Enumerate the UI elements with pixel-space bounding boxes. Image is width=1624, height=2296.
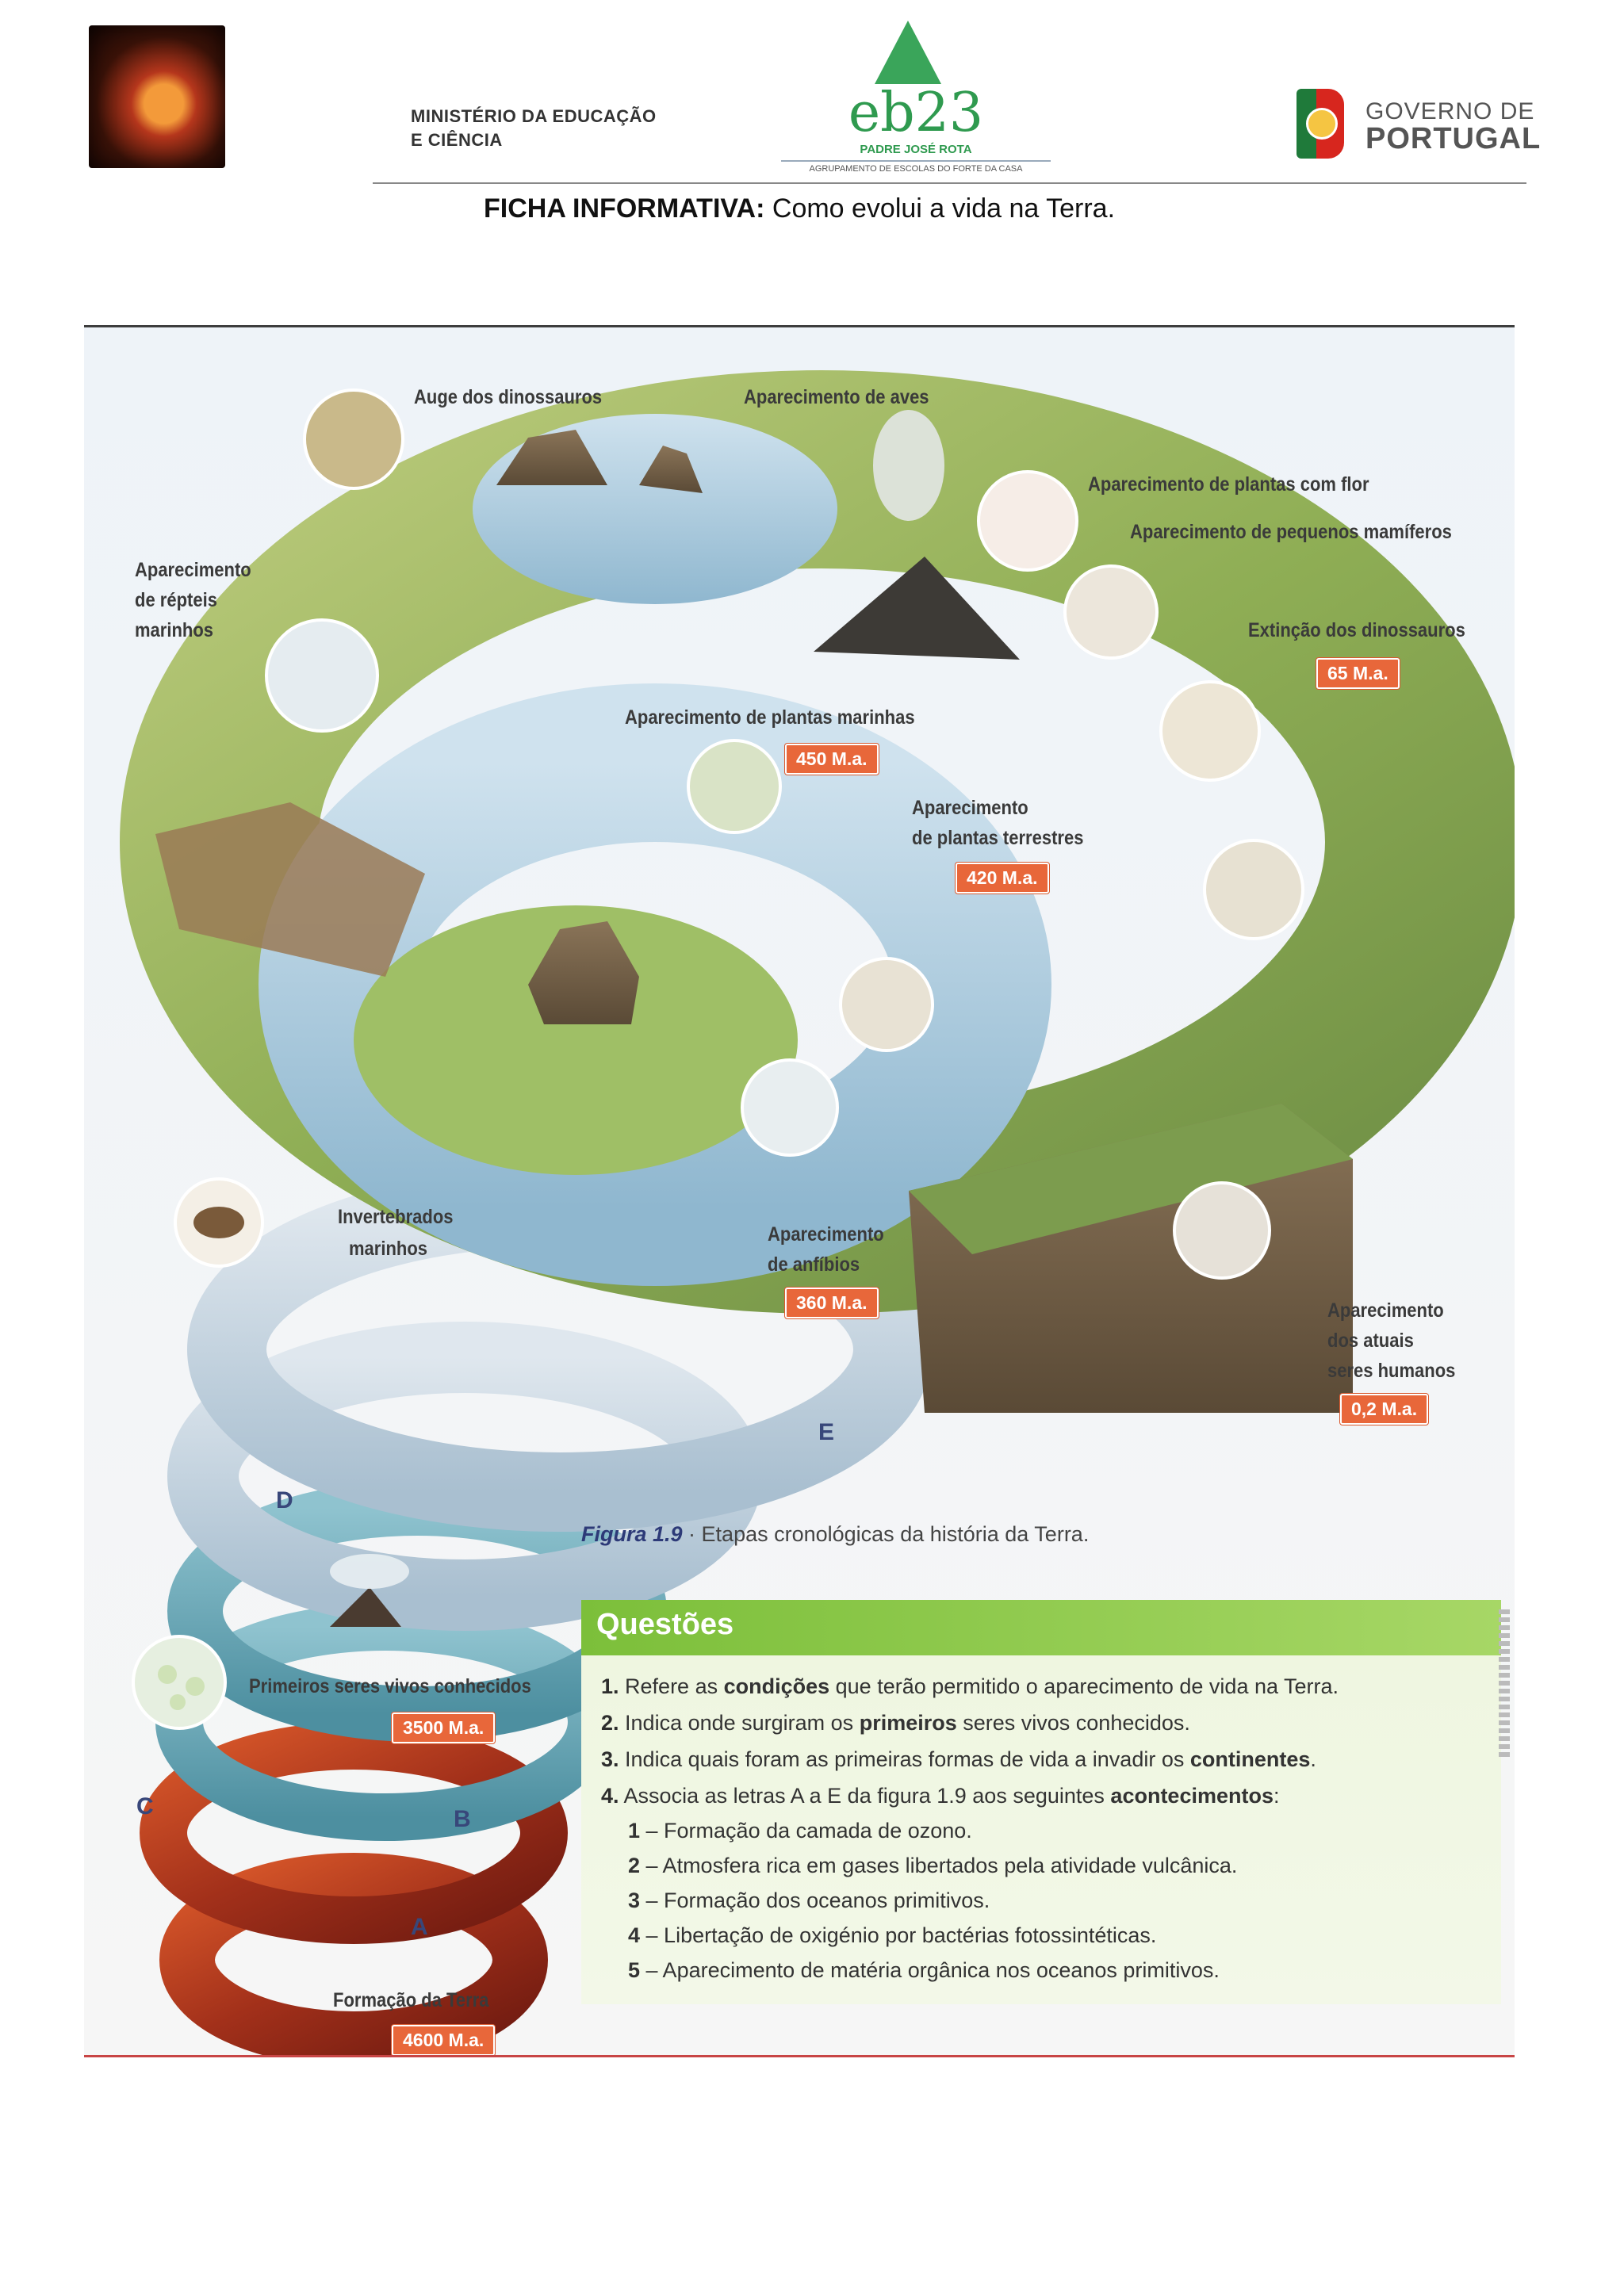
- school-name: PADRE JOSÉ ROTA: [781, 143, 1051, 156]
- label-amphibians-2: de anfíbios: [768, 1249, 860, 1280]
- letter-d: D: [276, 1487, 293, 1514]
- label-humans-2: dos atuais: [1327, 1326, 1414, 1356]
- gov-line-2: PORTUGAL: [1365, 125, 1541, 152]
- badge-humans-age: 0,2 M.a.: [1340, 1394, 1428, 1425]
- portugal-flag-icon: [1297, 89, 1344, 159]
- question-1-keyword: condições: [724, 1674, 830, 1698]
- gov-line-1: GOVERNO DE: [1365, 98, 1541, 125]
- badge-land-plants-age: 420 M.a.: [956, 863, 1049, 894]
- event-item-number: 3: [628, 1888, 640, 1912]
- label-flowering-plants: Aparecimento de plantas com flor: [1088, 469, 1369, 499]
- event-item-text: – Aparecimento de matéria orgânica nos o…: [640, 1958, 1220, 1982]
- question-4-number: 4.: [601, 1784, 619, 1808]
- badge-earth-formation-age: 4600 M.a.: [392, 2025, 495, 2056]
- event-item-text: – Atmosfera rica em gases libertados pel…: [640, 1854, 1237, 1877]
- label-land-plants-1: Aparecimento: [912, 793, 1028, 823]
- letter-b: B: [454, 1806, 471, 1833]
- coat-of-arms-icon: [1306, 108, 1338, 140]
- question-1: 1. Refere as condições que terão permiti…: [601, 1674, 1339, 1699]
- label-dino-extinction: Extinção dos dinossauros: [1248, 615, 1465, 645]
- event-item: 3 – Formação dos oceanos primitivos.: [628, 1888, 990, 1913]
- ministry-name: MINISTÉRIO DA EDUCAÇÃO E CIÊNCIA: [411, 105, 657, 152]
- label-invertebrates-1: Invertebrados: [338, 1202, 454, 1232]
- ministry-line-1: MINISTÉRIO DA EDUCAÇÃO: [411, 105, 657, 128]
- question-1-text-b: que terão permitido o aparecimento de vi…: [829, 1674, 1339, 1698]
- label-earth-formation: Formação da Terra: [333, 1985, 488, 2015]
- question-4-keyword: acontecimentos: [1110, 1784, 1274, 1808]
- question-4-text-b: :: [1274, 1784, 1280, 1808]
- question-2-number: 2.: [601, 1711, 619, 1735]
- question-2-text-b: seres vivos conhecidos.: [957, 1711, 1190, 1735]
- question-3-number: 3.: [601, 1747, 619, 1771]
- question-1-number: 1.: [601, 1674, 619, 1698]
- label-marine-plants: Aparecimento de plantas marinhas: [625, 702, 915, 733]
- question-3-text-a: Indica quais foram as primeiras formas d…: [619, 1747, 1190, 1771]
- title-label: FICHA INFORMATIVA:: [484, 193, 764, 224]
- caption-text: · Etapas cronológicas da história da Ter…: [683, 1522, 1090, 1546]
- question-2: 2. Indica onde surgiram os primeiros ser…: [601, 1711, 1190, 1735]
- letter-c: C: [136, 1793, 154, 1820]
- badge-amphibians-age: 360 M.a.: [785, 1288, 879, 1318]
- event-item-number: 2: [628, 1854, 640, 1877]
- question-2-text-a: Indica onde surgiram os: [619, 1711, 860, 1735]
- vertical-credit-strip: [1499, 1609, 1510, 1760]
- questions-title: Questões: [596, 1608, 733, 1642]
- letter-e: E: [818, 1419, 834, 1446]
- question-1-text-a: Refere as: [619, 1674, 724, 1698]
- question-4: 4. Associa as letras A a E da figura 1.9…: [601, 1784, 1280, 1808]
- label-amphibians-1: Aparecimento: [768, 1219, 884, 1249]
- event-item-number: 5: [628, 1958, 640, 1982]
- caption-label: Figura 1.9: [581, 1522, 683, 1546]
- event-item-number: 1: [628, 1819, 640, 1843]
- school-logo: eb23 PADRE JOSÉ ROTA AGRUPAMENTO DE ESCO…: [781, 17, 1051, 180]
- event-item: 5 – Aparecimento de matéria orgânica nos…: [628, 1958, 1220, 1983]
- figure-bottom-border: [84, 2055, 1515, 2057]
- school-mark-icon: [875, 21, 941, 84]
- question-3-text-b: .: [1310, 1747, 1316, 1771]
- event-item: 4 – Libertação de oxigénio por bactérias…: [628, 1923, 1156, 1948]
- title-text: Como evolui a vida na Terra.: [764, 193, 1115, 224]
- label-dinosaurs-peak: Auge dos dinossauros: [414, 382, 602, 412]
- ministry-line-2: E CIÊNCIA: [411, 128, 657, 152]
- question-4-text-a: Associa as letras A a E da figura 1.9 ao…: [619, 1784, 1111, 1808]
- label-marine-reptiles-3: marinhos: [135, 615, 213, 645]
- event-item-text: – Formação dos oceanos primitivos.: [640, 1888, 990, 1912]
- label-marine-reptiles-1: Aparecimento: [135, 555, 251, 585]
- label-humans-1: Aparecimento: [1327, 1295, 1444, 1326]
- question-2-keyword: primeiros: [860, 1711, 957, 1735]
- school-logo-word: eb23: [781, 86, 1051, 141]
- letter-a: A: [411, 1914, 428, 1941]
- event-item: 1 – Formação da camada de ozono.: [628, 1819, 972, 1843]
- planet-logo-image: [89, 25, 225, 168]
- label-humans-3: seres humanos: [1327, 1356, 1455, 1386]
- badge-marine-plants-age: 450 M.a.: [785, 744, 879, 775]
- header-divider: [373, 182, 1526, 184]
- question-3: 3. Indica quais foram as primeiras forma…: [601, 1747, 1316, 1772]
- event-item-text: – Formação da camada de ozono.: [640, 1819, 972, 1843]
- event-item: 2 – Atmosfera rica em gases libertados p…: [628, 1854, 1237, 1878]
- question-3-keyword: continentes: [1190, 1747, 1311, 1771]
- label-first-life: Primeiros seres vivos conhecidos: [249, 1671, 531, 1701]
- figure-caption: Figura 1.9 · Etapas cronológicas da hist…: [581, 1522, 1089, 1547]
- government-logo-text: GOVERNO DE PORTUGAL: [1365, 98, 1541, 152]
- label-land-plants-2: de plantas terrestres: [912, 823, 1083, 853]
- label-birds: Aparecimento de aves: [744, 382, 929, 412]
- school-group-name: AGRUPAMENTO DE ESCOLAS DO FORTE DA CASA: [781, 160, 1051, 174]
- label-marine-reptiles-2: de répteis: [135, 585, 217, 615]
- event-item-number: 4: [628, 1923, 640, 1947]
- page-title: FICHA INFORMATIVA: Como evolui a vida na…: [484, 193, 1115, 224]
- event-item-text: – Libertação de oxigénio por bactérias f…: [640, 1923, 1156, 1947]
- badge-first-life-age: 3500 M.a.: [392, 1712, 495, 1743]
- label-small-mammals: Aparecimento de pequenos mamíferos: [1130, 517, 1452, 547]
- badge-dino-extinction-age: 65 M.a.: [1316, 658, 1400, 689]
- label-invertebrates-2: marinhos: [349, 1234, 427, 1264]
